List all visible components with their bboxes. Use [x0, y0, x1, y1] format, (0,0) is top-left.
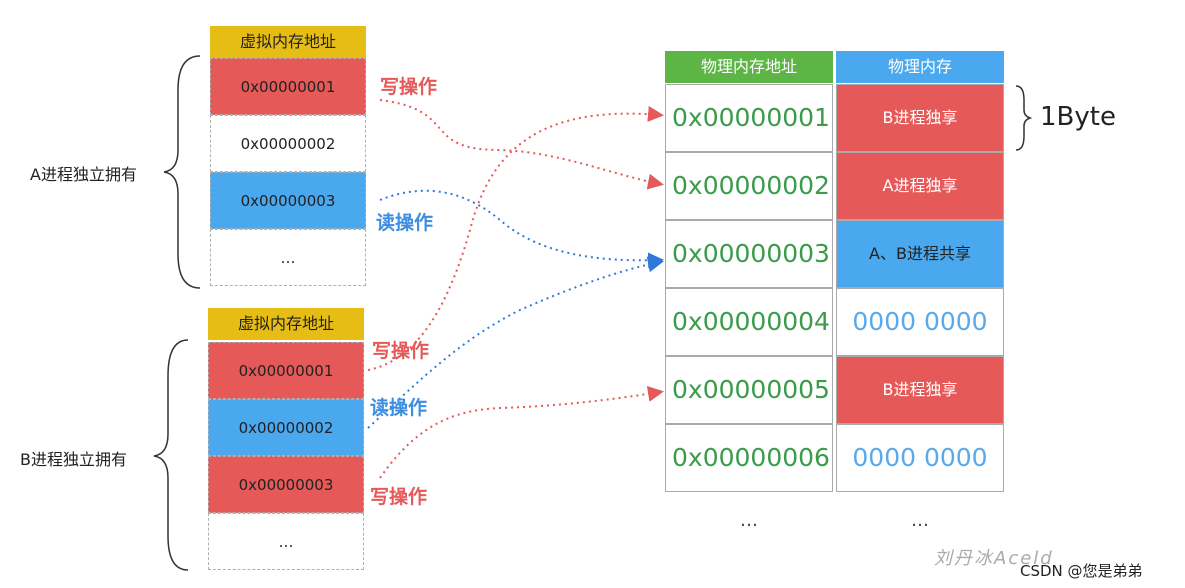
b-write1-label: 写操作 [372, 340, 430, 362]
a-read-label: 读操作 [376, 212, 434, 234]
virtual-b-cell-1: 0x00000001 [208, 342, 364, 399]
a-bracket [163, 55, 201, 289]
physical-addr-6: 0x00000006 [665, 424, 833, 492]
physical-addr-2: 0x00000002 [665, 152, 833, 220]
physical-mem-5: B进程独享 [836, 356, 1004, 424]
a-read-arrow [379, 189, 664, 269]
virtual-a-cell-3: 0x00000003 [210, 172, 366, 229]
virtual-b-cell-more: … [208, 513, 364, 570]
virtual-a-cell-more: … [210, 229, 366, 286]
byte-label: 1Byte [1040, 102, 1116, 132]
b-read-label: 读操作 [370, 397, 428, 419]
b-bracket [153, 339, 189, 571]
process-a-label: A进程独立拥有 [30, 165, 137, 184]
a-write-label: 写操作 [380, 76, 438, 98]
virtual-a-header: 虚拟内存地址 [210, 26, 366, 58]
virtual-b-cell-3: 0x00000003 [208, 456, 364, 513]
byte-bracket [1015, 85, 1033, 151]
physical-mem-4: 0000 0000 [836, 288, 1004, 356]
physical-addr-5: 0x00000005 [665, 356, 833, 424]
physical-addr-header: 物理内存地址 [665, 51, 833, 83]
virtual-a-cell-2: 0x00000002 [210, 115, 366, 172]
virtual-b-cell-2: 0x00000002 [208, 399, 364, 456]
physical-addr-4: 0x00000004 [665, 288, 833, 356]
credit-text: CSDN @您是弟弟 [1020, 562, 1143, 580]
a-write-arrow [379, 99, 664, 190]
b-write2-label: 写操作 [370, 486, 428, 508]
physical-mem-3: A、B进程共享 [836, 220, 1004, 288]
physical-mem-6: 0000 0000 [836, 424, 1004, 492]
watermark: 刘丹冰Aceld [934, 548, 1054, 569]
physical-addr-3: 0x00000003 [665, 220, 833, 288]
physical-addr-1: 0x00000001 [665, 84, 833, 152]
process-b-label: B进程独立拥有 [20, 450, 127, 469]
virtual-a-cell-1: 0x00000001 [210, 58, 366, 115]
physical-addr-more: … [740, 510, 758, 531]
b-write1-arrow [367, 106, 664, 371]
physical-mem-2: A进程独享 [836, 152, 1004, 220]
b-read-arrow [367, 256, 664, 429]
virtual-b-header: 虚拟内存地址 [208, 308, 364, 340]
physical-mem-more: … [911, 510, 929, 531]
physical-mem-header: 物理内存 [836, 51, 1004, 83]
physical-mem-1: B进程独享 [836, 84, 1004, 152]
b-write2-arrow [379, 385, 664, 479]
